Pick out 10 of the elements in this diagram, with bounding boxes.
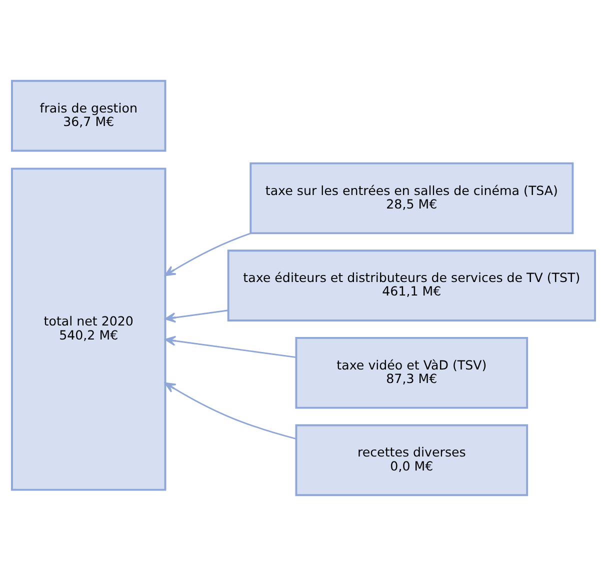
node-box: taxe sur les entrées en salles de cinéma (TSA) 28,5 M€ (250, 162, 574, 234)
arrow (164, 382, 296, 440)
arrow (164, 336, 296, 358)
arrow (164, 232, 252, 276)
node-box: frais de gestion 36,7 M€ (11, 80, 166, 152)
arrow (164, 310, 228, 323)
node-box: taxe éditeurs et distributeurs de services de TV (TST) 461,1 M€ (227, 250, 596, 322)
node-box: total net 2020 540,2 M€ (11, 168, 166, 491)
node-box: recettes diverses 0,0 M€ (295, 424, 528, 496)
node-box: taxe vidéo et VàD (TSV) 87,3 M€ (295, 336, 528, 409)
